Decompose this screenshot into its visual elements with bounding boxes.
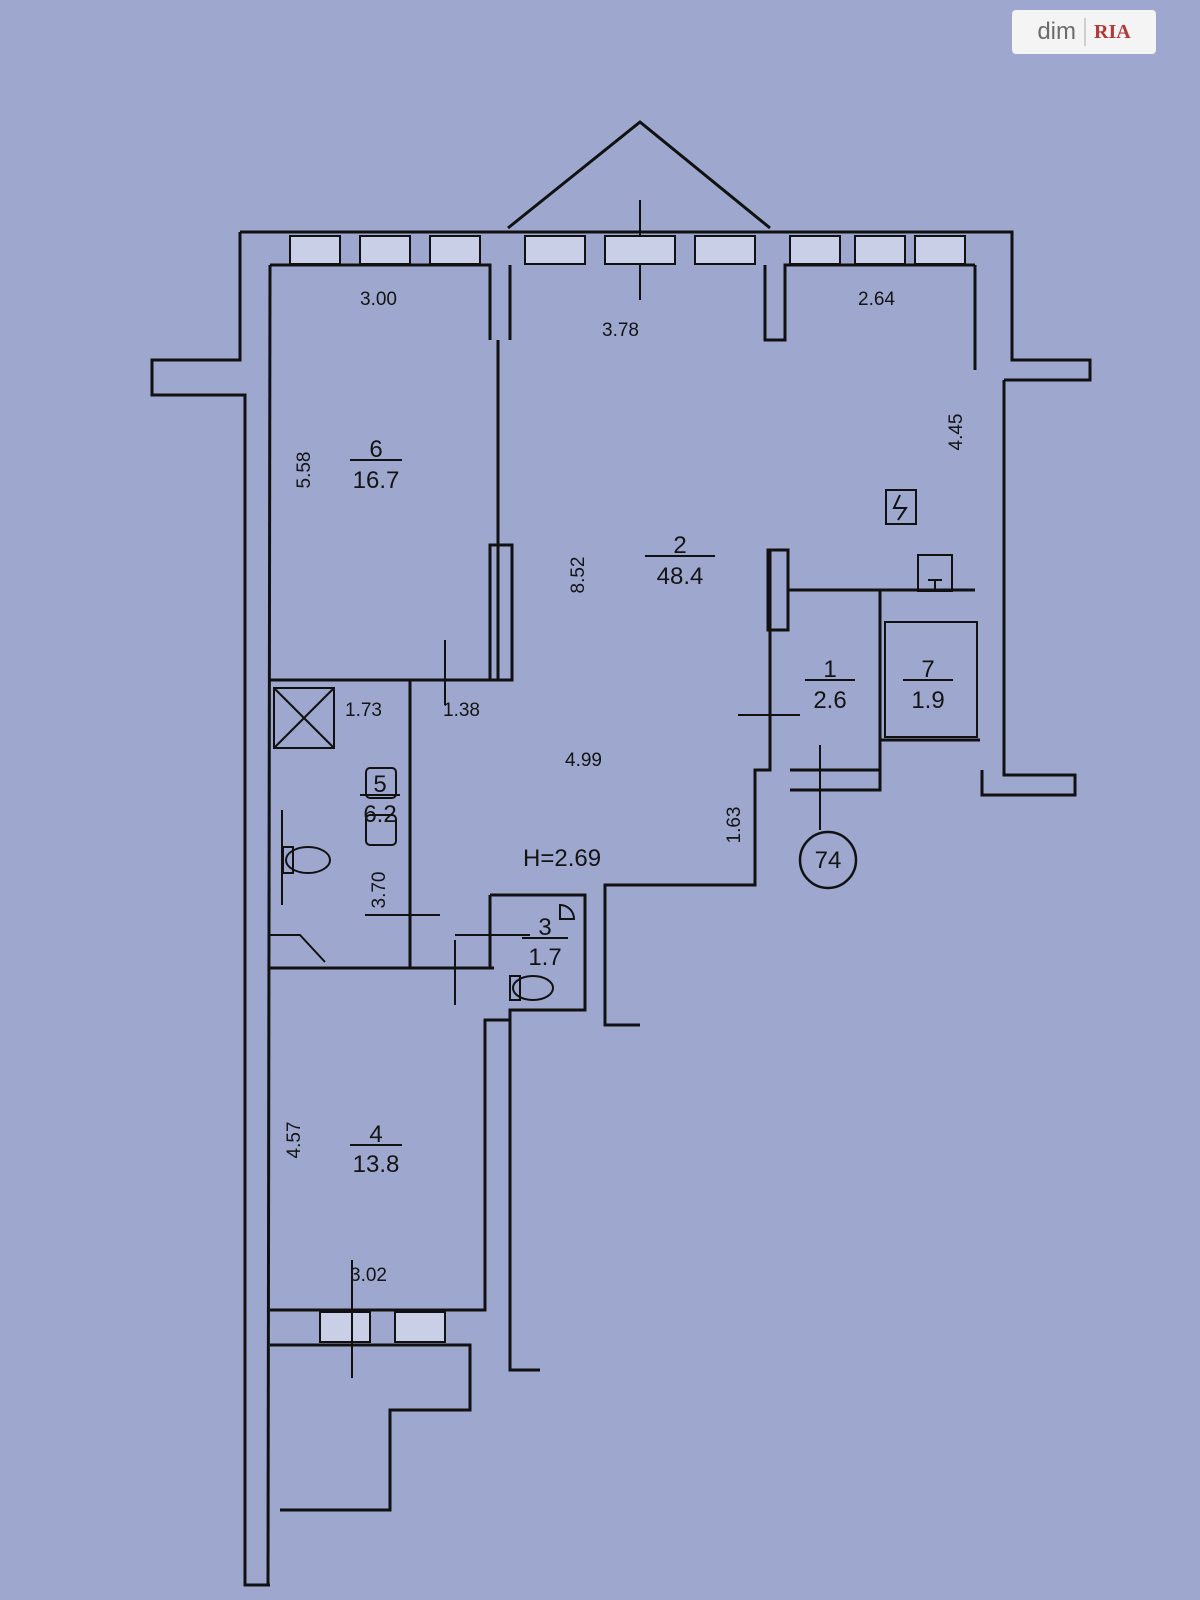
dim-room2-top-width: 3.78 xyxy=(602,320,639,341)
room1-number: 1 xyxy=(823,656,836,683)
room7-number: 7 xyxy=(921,656,934,683)
room2-area: 48.4 xyxy=(657,563,704,590)
room5-area: 6.2 xyxy=(363,801,396,828)
dim-room6-width: 3.00 xyxy=(360,289,397,310)
room7-area: 1.9 xyxy=(911,687,944,714)
dim-room5-length: 3.70 xyxy=(369,872,390,909)
wc-fixtures xyxy=(509,903,576,1001)
dim-room2-right-length: 4.45 xyxy=(946,414,967,451)
watermark-separator xyxy=(1084,18,1086,46)
room5-number: 5 xyxy=(373,771,386,798)
room4-area: 13.8 xyxy=(353,1151,400,1178)
room6-area: 16.7 xyxy=(353,467,400,494)
dim-room2-step: 1.63 xyxy=(724,807,745,844)
top-windows xyxy=(289,235,966,265)
shower-tray xyxy=(273,687,335,749)
interior-walls xyxy=(270,340,980,1512)
bathroom-fixtures xyxy=(270,767,397,963)
room4-number: 4 xyxy=(369,1121,382,1148)
dim-room5-width: 1.73 xyxy=(345,700,382,721)
balcony-outline xyxy=(507,120,771,230)
kitchen-fixtures xyxy=(885,489,953,592)
door-marks xyxy=(351,640,821,1378)
dim-room4-length: 4.57 xyxy=(284,1122,305,1159)
apartment-number-badge: 74 xyxy=(798,830,858,890)
dim-corridor-width: 1.38 xyxy=(443,700,480,721)
dim-room4-width: 3.02 xyxy=(350,1265,387,1286)
dim-room2-right-width: 2.64 xyxy=(858,289,895,310)
dim-room6-length: 5.58 xyxy=(294,452,315,489)
dim-room2-length: 8.52 xyxy=(568,557,589,594)
room-fraction-lines xyxy=(350,459,953,1146)
room3-number: 3 xyxy=(538,914,551,941)
dim-room2-lower-width: 4.99 xyxy=(565,750,602,771)
dim-ria-watermark: dim RIA xyxy=(1012,10,1156,54)
room6-number: 6 xyxy=(369,436,382,463)
outer-walls xyxy=(150,230,1092,1587)
room1-area: 2.6 xyxy=(813,687,846,714)
watermark-brand-right: RIA xyxy=(1094,20,1131,43)
room3-area: 1.7 xyxy=(528,944,561,971)
room2-number: 2 xyxy=(673,532,686,559)
apartment-number: 74 xyxy=(815,847,842,874)
watermark-brand-left: dim xyxy=(1037,18,1076,45)
ceiling-height: H=2.69 xyxy=(523,845,601,872)
